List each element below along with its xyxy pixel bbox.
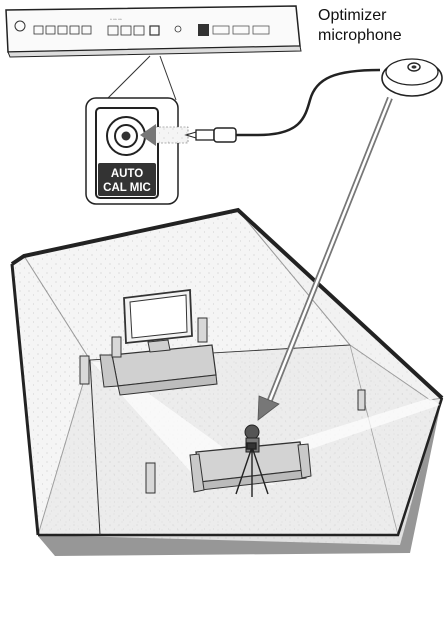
microphone-label-line1: Optimizer [318, 6, 443, 26]
receiver-unit: ▫ ▫▫ ▫▫ [6, 6, 301, 57]
jack-callout: AUTO CAL MIC [86, 98, 178, 204]
jack-label-line1: AUTO [111, 168, 143, 180]
mic-jack-icon [107, 117, 145, 155]
listening-room [12, 210, 442, 556]
jack-label-line2: CAL MIC [103, 182, 151, 194]
callout-leaders [106, 56, 176, 100]
microphone-label-line2: microphone [318, 26, 443, 46]
svg-text:▫ ▫▫ ▫▫: ▫ ▫▫ ▫▫ [110, 17, 122, 23]
microphone-label: Optimizer microphone [318, 6, 443, 46]
microphone-plug-icon [186, 70, 380, 142]
optimizer-microphone-icon [382, 59, 442, 96]
